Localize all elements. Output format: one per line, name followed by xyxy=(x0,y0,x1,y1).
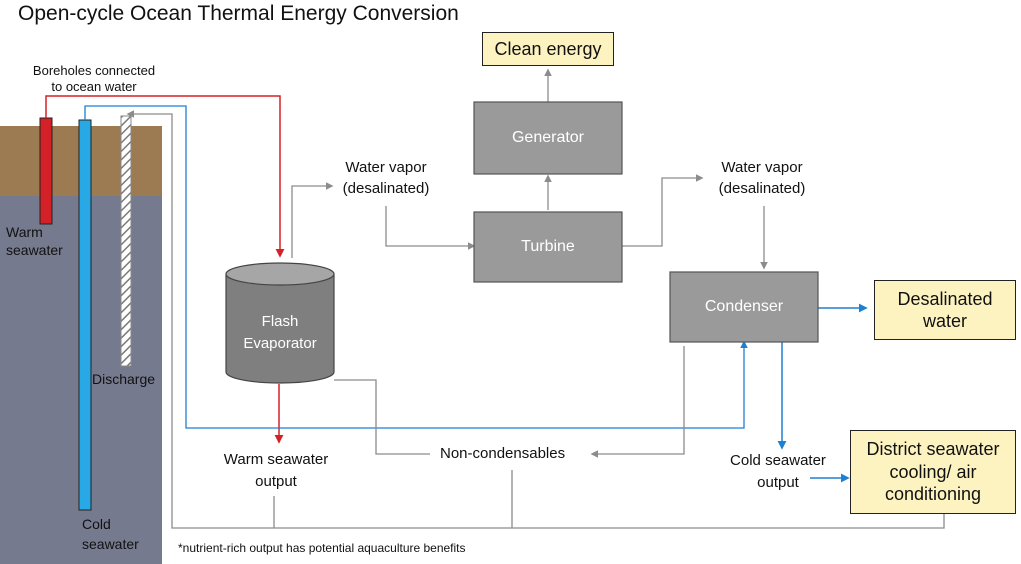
desalinated-water-line1: Desalinated xyxy=(897,288,993,309)
turbine-box xyxy=(473,211,623,283)
condenser-box xyxy=(669,271,819,343)
warm-pipe-label-line1: Warm xyxy=(6,224,43,240)
clean-energy-box: Clean energy xyxy=(482,32,614,66)
flash-evaporator-label: Flash Evaporator xyxy=(226,308,334,358)
generator-box xyxy=(473,101,623,175)
discharge-pipe xyxy=(120,115,132,367)
warm-seawater-pipe-label: Warm seawater xyxy=(6,223,63,259)
evap-to-noncond-line xyxy=(334,379,430,455)
cold-seawater-output-label: Cold seawater output xyxy=(710,450,846,494)
footnote: *nutrient-rich output has potential aqua… xyxy=(178,541,466,555)
diagram-title: Open-cycle Ocean Thermal Energy Conversi… xyxy=(18,2,459,25)
warm-seawater-pipe xyxy=(39,117,53,225)
warm-seawater-output-label: Warm seawater output xyxy=(204,449,348,493)
desalinated-water-box: Desalinated water xyxy=(874,280,1016,340)
water-vapor-left-label: Water vapor (desalinated) xyxy=(330,157,442,199)
cold-output-line2: output xyxy=(757,474,799,491)
flash-evaporator-line1: Flash xyxy=(261,313,299,330)
cold-seawater-pipe xyxy=(78,119,92,511)
turbine-to-vapor-line xyxy=(622,174,704,247)
evap-to-vapor-line xyxy=(291,182,334,258)
district-return-line xyxy=(126,110,945,529)
warm-output-line1: Warm seawater xyxy=(223,451,329,468)
vapor-to-turbine-line xyxy=(385,206,476,250)
vapor-left-line2: (desalinated) xyxy=(342,180,430,197)
water-vapor-right-label: Water vapor (desalinated) xyxy=(706,157,818,199)
boreholes-label-line1: Boreholes connected xyxy=(32,63,156,78)
discharge-label: Discharge xyxy=(92,371,156,387)
warm-flow-line xyxy=(45,95,285,258)
cold-flow-line xyxy=(84,105,748,429)
vapor-right-line1: Water vapor xyxy=(721,159,803,176)
district-line2: cooling/ air xyxy=(889,461,977,482)
non-condensables-label: Non-condensables xyxy=(440,445,566,462)
boreholes-label: Boreholes connected to ocean water xyxy=(22,63,166,95)
district-cooling-box: District seawater cooling/ air condition… xyxy=(850,430,1016,514)
flash-evaporator-top xyxy=(225,262,335,286)
vapor-right-line2: (desalinated) xyxy=(718,180,806,197)
flash-evaporator-body xyxy=(225,274,335,384)
turbine-label: Turbine xyxy=(521,238,575,255)
cold-output-line1: Cold seawater xyxy=(730,452,826,469)
cold-pipe-label-line1: Cold xyxy=(82,516,111,532)
cold-seawater-pipe-label: Cold seawater xyxy=(82,514,139,554)
generator-label: Generator xyxy=(511,129,585,146)
district-line1: District seawater xyxy=(866,439,1000,460)
boreholes-label-line2: to ocean water xyxy=(51,79,137,94)
warm-output-line2: output xyxy=(255,473,297,490)
condenser-to-noncond-line xyxy=(590,346,685,458)
condenser-label: Condenser xyxy=(704,298,784,315)
district-line3: conditioning xyxy=(884,484,982,505)
cold-pipe-label-line2: seawater xyxy=(82,536,139,552)
vapor-left-line1: Water vapor xyxy=(345,159,427,176)
warm-pipe-label-line2: seawater xyxy=(6,242,63,258)
desalinated-water-line2: water xyxy=(922,311,967,331)
flash-evaporator-line2: Evaporator xyxy=(243,335,317,352)
